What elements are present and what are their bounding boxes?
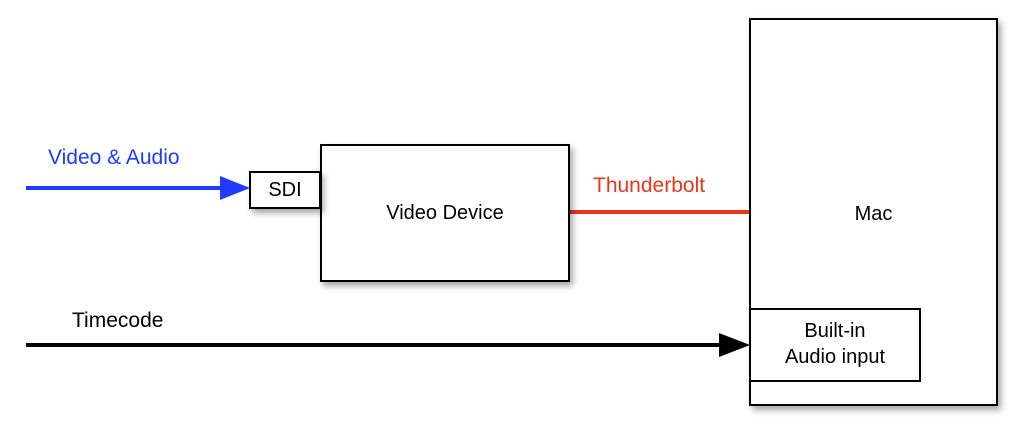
builtin-audio-label-line2: Audio input xyxy=(784,346,886,368)
sdi-label: SDI xyxy=(268,179,302,201)
video-device-box: Video Device xyxy=(320,144,570,282)
builtin-audio-label-line1: Built-in xyxy=(804,320,866,342)
mac-label: Mac xyxy=(854,203,893,225)
builtin-audio-input-box: Built-in Audio input xyxy=(749,308,921,382)
video-device-label: Video Device xyxy=(386,202,504,224)
timecode-label: Timecode xyxy=(72,309,164,332)
video-audio-arrow xyxy=(26,176,250,200)
timecode-arrow xyxy=(26,333,750,357)
thunderbolt-label: Thunderbolt xyxy=(593,174,706,197)
sdi-port-box: SDI xyxy=(249,171,321,209)
video-audio-label: Video & Audio xyxy=(48,146,180,169)
